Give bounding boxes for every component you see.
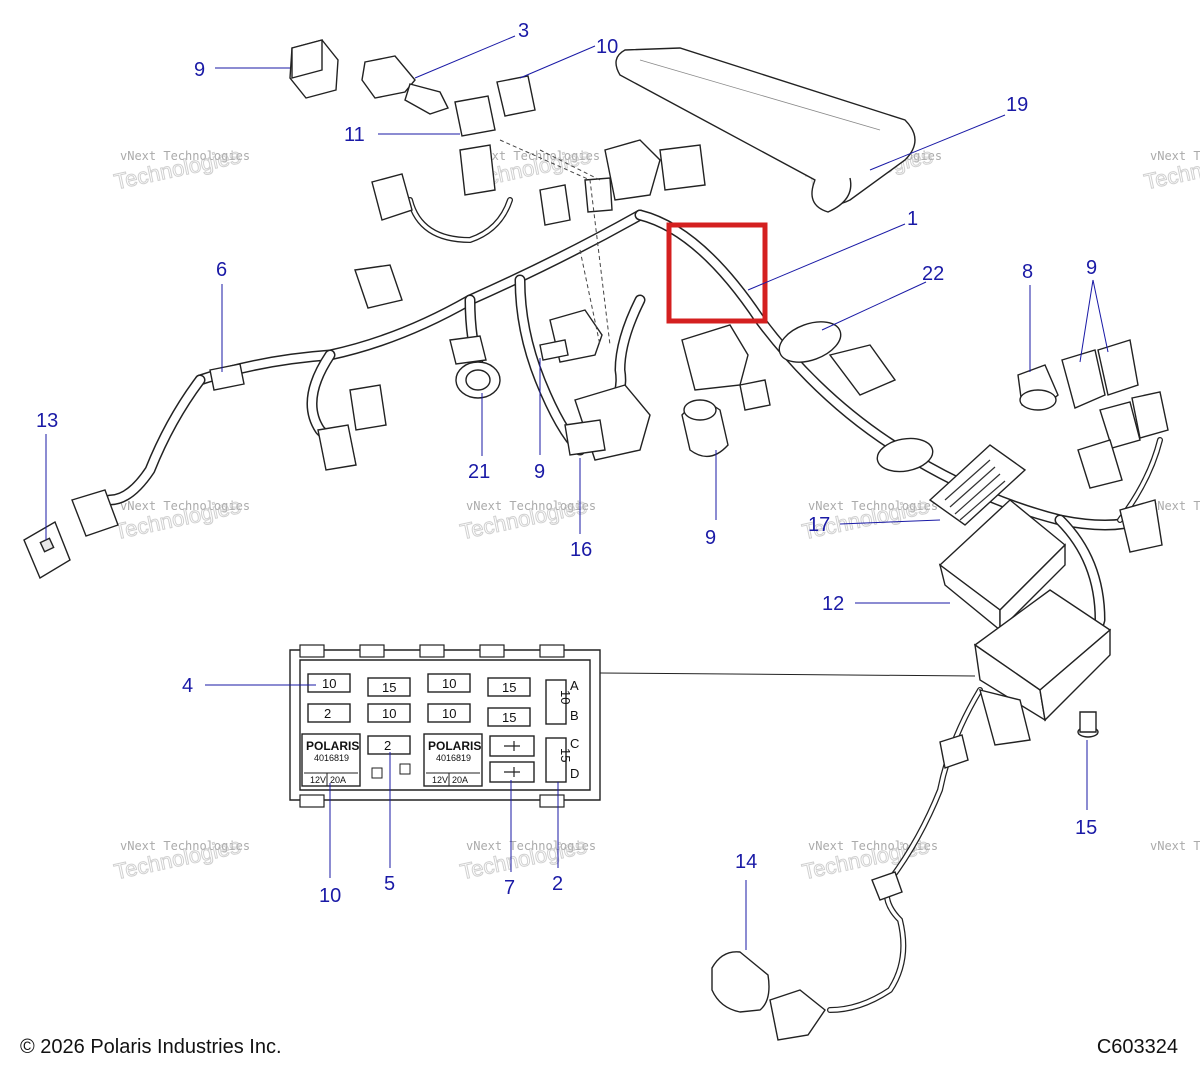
- callout-7: 7: [504, 877, 515, 899]
- callout-9: 9: [534, 461, 545, 483]
- relay-left: POLARIS 4016819 12V 20A: [301, 733, 361, 787]
- callout-20: 19: [1006, 94, 1028, 116]
- callout-2: 2: [552, 873, 563, 895]
- callout-13: 11: [344, 124, 365, 146]
- fuse-box-cover-part-14: [938, 499, 1067, 632]
- connector-part-9: [289, 39, 339, 99]
- fuse-value: 15: [502, 680, 516, 695]
- callout-18: 16: [570, 539, 592, 561]
- watermark-text: vNext Technologies: [808, 839, 938, 853]
- callout-15: 13: [36, 410, 58, 432]
- relay-voltage: 12V: [432, 775, 448, 785]
- diagram-id: C603324: [1096, 1036, 1178, 1058]
- fuse-row-1: 10 15 10 15: [307, 673, 531, 697]
- fuse-value: 10: [558, 690, 573, 704]
- fuse-value: 10: [322, 676, 336, 691]
- sleeve-part-20: [615, 47, 916, 213]
- watermark-text: vNext Technologies: [808, 499, 938, 513]
- fuse-value: 2: [324, 706, 331, 721]
- fuse-holder-part-11: [681, 399, 729, 458]
- callout-19: 17: [808, 514, 830, 536]
- terminal-part-3: [361, 55, 449, 115]
- callout-22: 22: [922, 263, 944, 285]
- grommet-part-21: [449, 335, 501, 399]
- callout-9: 9: [194, 59, 205, 81]
- callout-11: 9: [705, 527, 716, 549]
- callout-12: 10: [596, 36, 618, 58]
- watermark-text: vNext Technologies: [1150, 499, 1200, 513]
- callout-3: 3: [518, 20, 529, 42]
- highlight-box: [666, 222, 768, 324]
- connector-part-9: [1061, 339, 1139, 409]
- fuse-value: 15: [502, 710, 516, 725]
- relay-brand: POLARIS: [306, 739, 359, 753]
- watermark-text: vNext Technologies: [466, 839, 596, 853]
- slot-letter: C: [570, 736, 579, 751]
- fuse-value: 10: [382, 706, 396, 721]
- connector-part-6: [209, 363, 245, 391]
- relay-part-number: 4016819: [314, 753, 349, 763]
- slot-letter: A: [570, 678, 579, 693]
- watermark-text: vNext Technologies: [120, 499, 250, 513]
- callout-9: 9: [1086, 257, 1097, 279]
- watermark-text: vNext Technologies: [1150, 149, 1200, 163]
- callout-numbers: 9 3 10 11 19 1 22 6 8 9 13 21 9 16 9 17 …: [36, 20, 1097, 907]
- fuse-row-3: 2: [367, 735, 411, 755]
- cap-part-16: [711, 951, 770, 1013]
- detail-link-line: [599, 672, 976, 677]
- copyright-notice: © 2026 Polaris Industries Inc.: [20, 1036, 282, 1058]
- relay-voltage: 12V: [310, 775, 326, 785]
- callout-14: 12: [822, 593, 844, 615]
- watermark-text: vNext Technologies: [466, 499, 596, 513]
- fuse-value: 10: [442, 706, 456, 721]
- relay-right: POLARIS 4016819 12V 20A: [423, 733, 483, 787]
- relay-brand: POLARIS: [428, 739, 481, 753]
- slot-letter: B: [570, 708, 579, 723]
- watermark-text: vNext Technologies: [1150, 839, 1200, 853]
- callout-17: 15: [1075, 817, 1097, 839]
- watermark-text: vNext Technologies: [120, 149, 250, 163]
- fuse-value: 10: [442, 676, 456, 691]
- callout-4: 4: [182, 675, 193, 697]
- label-part-19: [928, 444, 1027, 526]
- fuse-value: 15: [382, 680, 396, 695]
- cap-part-15: [23, 520, 71, 580]
- callout-1: 1: [907, 208, 918, 230]
- fuse-value: 15: [558, 748, 573, 762]
- routing-lines: [499, 139, 611, 346]
- seal-part-12: [496, 75, 536, 117]
- connector-part-9: [539, 309, 603, 363]
- side-fuses: 10 15 A B C D: [545, 678, 579, 783]
- callout-5: 5: [384, 873, 395, 895]
- callout-21: 21: [468, 461, 490, 483]
- relay-amperage: 20A: [452, 775, 468, 785]
- leader-lines: [45, 35, 1109, 950]
- callout-6: 6: [216, 259, 227, 281]
- relay-part-number: 4016819: [436, 753, 471, 763]
- bolt-part-17: [1077, 711, 1099, 738]
- connectors: [23, 39, 1169, 1041]
- watermark-text: vNext Technologies: [120, 839, 250, 853]
- diode-part-7: [489, 735, 535, 783]
- fuse-row-2: 2 10 10 15: [307, 703, 531, 727]
- callout-16: 14: [735, 851, 757, 873]
- fuse-value: 2: [384, 738, 391, 753]
- cap-part-8: [1017, 364, 1059, 411]
- seal-part-13: [454, 95, 496, 137]
- fuse-box-body: [973, 589, 1112, 746]
- fuse-box-detail: 10 15 10 15 2 10 10 15 2 POLARIS: [289, 644, 601, 808]
- cable-tie-part-22: [778, 321, 934, 473]
- callout-10: 10: [319, 885, 341, 907]
- connector-part-18: [564, 384, 651, 461]
- slot-letter: D: [570, 766, 579, 781]
- callout-8: 8: [1022, 261, 1033, 283]
- relay-amperage: 20A: [330, 775, 346, 785]
